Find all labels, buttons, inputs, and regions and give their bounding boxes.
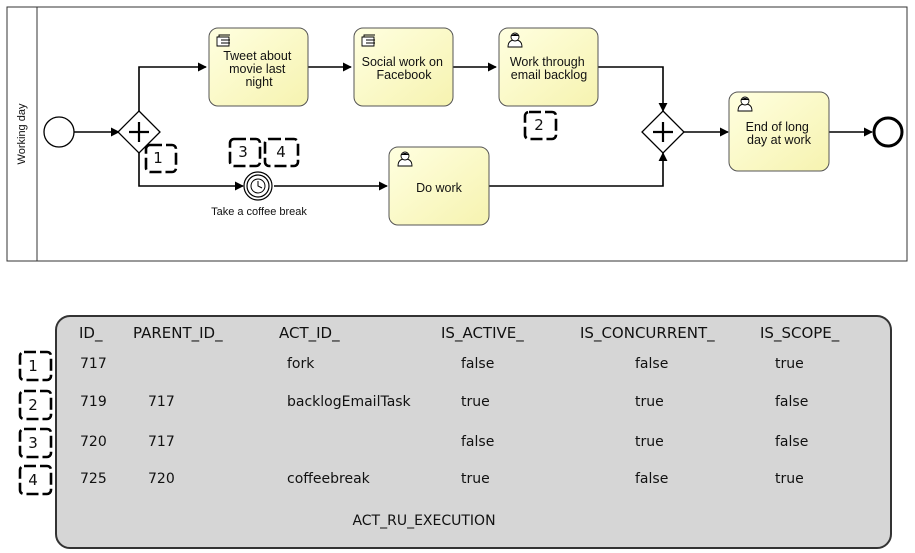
table-cell: 717 <box>80 356 107 372</box>
table-cell: 720 <box>148 471 175 487</box>
task-social: Social work on Facebook <box>353 27 454 107</box>
svg-text:Do work: Do work <box>416 181 463 195</box>
fork-gateway <box>117 110 161 154</box>
table-row: 719 717 backlogEmailTask true true false <box>80 394 808 410</box>
timer-label: Take a coffee break <box>211 206 307 218</box>
task-email: Work through email backlog <box>498 27 599 107</box>
col-header: ACT_ID_ <box>279 324 340 343</box>
task-tweet-line: movie last <box>229 62 286 76</box>
table-cell: false <box>775 394 808 410</box>
flow-email-to-join <box>598 66 668 112</box>
row-badge: 2 <box>18 389 53 421</box>
col-header: PARENT_ID_ <box>133 324 223 343</box>
row-badge-label: 1 <box>28 357 38 375</box>
table-cell: true <box>775 356 804 372</box>
svg-text:Tweet about movie last: Tweet about movie last night <box>223 49 295 89</box>
table-cell: false <box>635 471 668 487</box>
badge-1: 1 <box>144 143 178 174</box>
flow-fork-to-tweet <box>138 62 207 112</box>
row-badge-label: 3 <box>28 434 38 452</box>
badge-3: 3 <box>228 137 262 168</box>
table-cell: true <box>775 471 804 487</box>
task-end-of-day: End of long day at work <box>728 91 830 172</box>
flow-dowork-to-join <box>489 152 668 187</box>
user-task-icon <box>507 32 523 48</box>
task-email-line: Work through <box>510 55 585 69</box>
manual-task-icon <box>216 34 230 47</box>
table-cell: 717 <box>148 394 175 410</box>
task-do-work: Do work <box>388 146 490 226</box>
svg-text:Work through email backl: Work through email backlog <box>510 55 588 82</box>
table-cell: false <box>635 356 668 372</box>
table-cell: 725 <box>80 471 107 487</box>
table-cell: coffeebreak <box>287 471 371 487</box>
row-badge: 1 <box>18 350 53 382</box>
task-social-line: Social work on <box>362 55 443 69</box>
table-cell: backlogEmailTask <box>287 394 412 410</box>
user-task-icon <box>397 151 413 167</box>
task-tweet-line: night <box>245 75 273 89</box>
plus-icon <box>129 122 149 142</box>
col-header: IS_ACTIVE_ <box>441 324 524 343</box>
sequence-flows <box>74 62 873 191</box>
table-cell: fork <box>287 356 315 372</box>
table-header-row: ID_ PARENT_ID_ ACT_ID_ IS_ACTIVE_ IS_CON… <box>79 324 840 343</box>
task-do-work-line: Do work <box>416 181 463 195</box>
table-row: 725 720 coffeebreak true false true <box>80 471 804 487</box>
table-cell: true <box>461 394 490 410</box>
table-cell: false <box>461 434 494 450</box>
user-task-icon <box>737 96 753 112</box>
col-header: IS_CONCURRENT_ <box>580 324 715 343</box>
table-cell: true <box>635 434 664 450</box>
table-row: 720 717 false true false <box>80 434 808 450</box>
svg-text:End of long day at work: End of long day at work <box>746 120 813 147</box>
svg-text:Social work on Facebook: Social work on Facebook <box>362 55 447 82</box>
join-gateway <box>641 110 685 154</box>
table-cell: false <box>461 356 494 372</box>
badge-2-label: 2 <box>534 116 544 134</box>
task-social-line: Facebook <box>377 68 433 82</box>
table-cell: true <box>461 471 490 487</box>
col-header: IS_SCOPE_ <box>760 324 840 343</box>
end-event <box>872 116 904 148</box>
task-end-of-day-line: End of long <box>746 120 809 134</box>
table-cell: false <box>775 434 808 450</box>
timer-event: Take a coffee break <box>211 171 307 218</box>
manual-task-icon <box>361 34 375 47</box>
table-cell: 719 <box>80 394 107 410</box>
clock-icon <box>250 178 266 194</box>
row-badge: 4 <box>18 464 53 496</box>
flow-fork-to-timer <box>138 152 244 191</box>
task-tweet-line: Tweet about <box>223 49 292 63</box>
table-row: 717 fork false false true <box>80 356 804 372</box>
row-badge-label: 2 <box>28 396 38 414</box>
row-badge: 3 <box>18 427 53 459</box>
badge-4: 4 <box>263 137 300 168</box>
badge-2: 2 <box>523 110 558 141</box>
task-end-of-day-line: day at work <box>747 133 812 147</box>
table-cell: true <box>635 394 664 410</box>
plus-icon <box>653 122 673 142</box>
task-email-line: email backlog <box>511 68 587 82</box>
table-cell: 717 <box>148 434 175 450</box>
table-caption: ACT_RU_EXECUTION <box>352 513 495 529</box>
execution-table: ID_ PARENT_ID_ ACT_ID_ IS_ACTIVE_ IS_CON… <box>55 315 892 549</box>
badge-1-label: 1 <box>153 149 163 167</box>
task-tweet: Tweet about movie last night <box>208 27 309 107</box>
table-cell: 720 <box>80 434 107 450</box>
row-badge-label: 4 <box>28 471 38 489</box>
badge-3-label: 3 <box>238 143 248 161</box>
lane-label: Working day <box>16 103 28 164</box>
col-header: ID_ <box>79 324 103 343</box>
badge-4-label: 4 <box>276 143 286 161</box>
start-event <box>43 116 75 148</box>
